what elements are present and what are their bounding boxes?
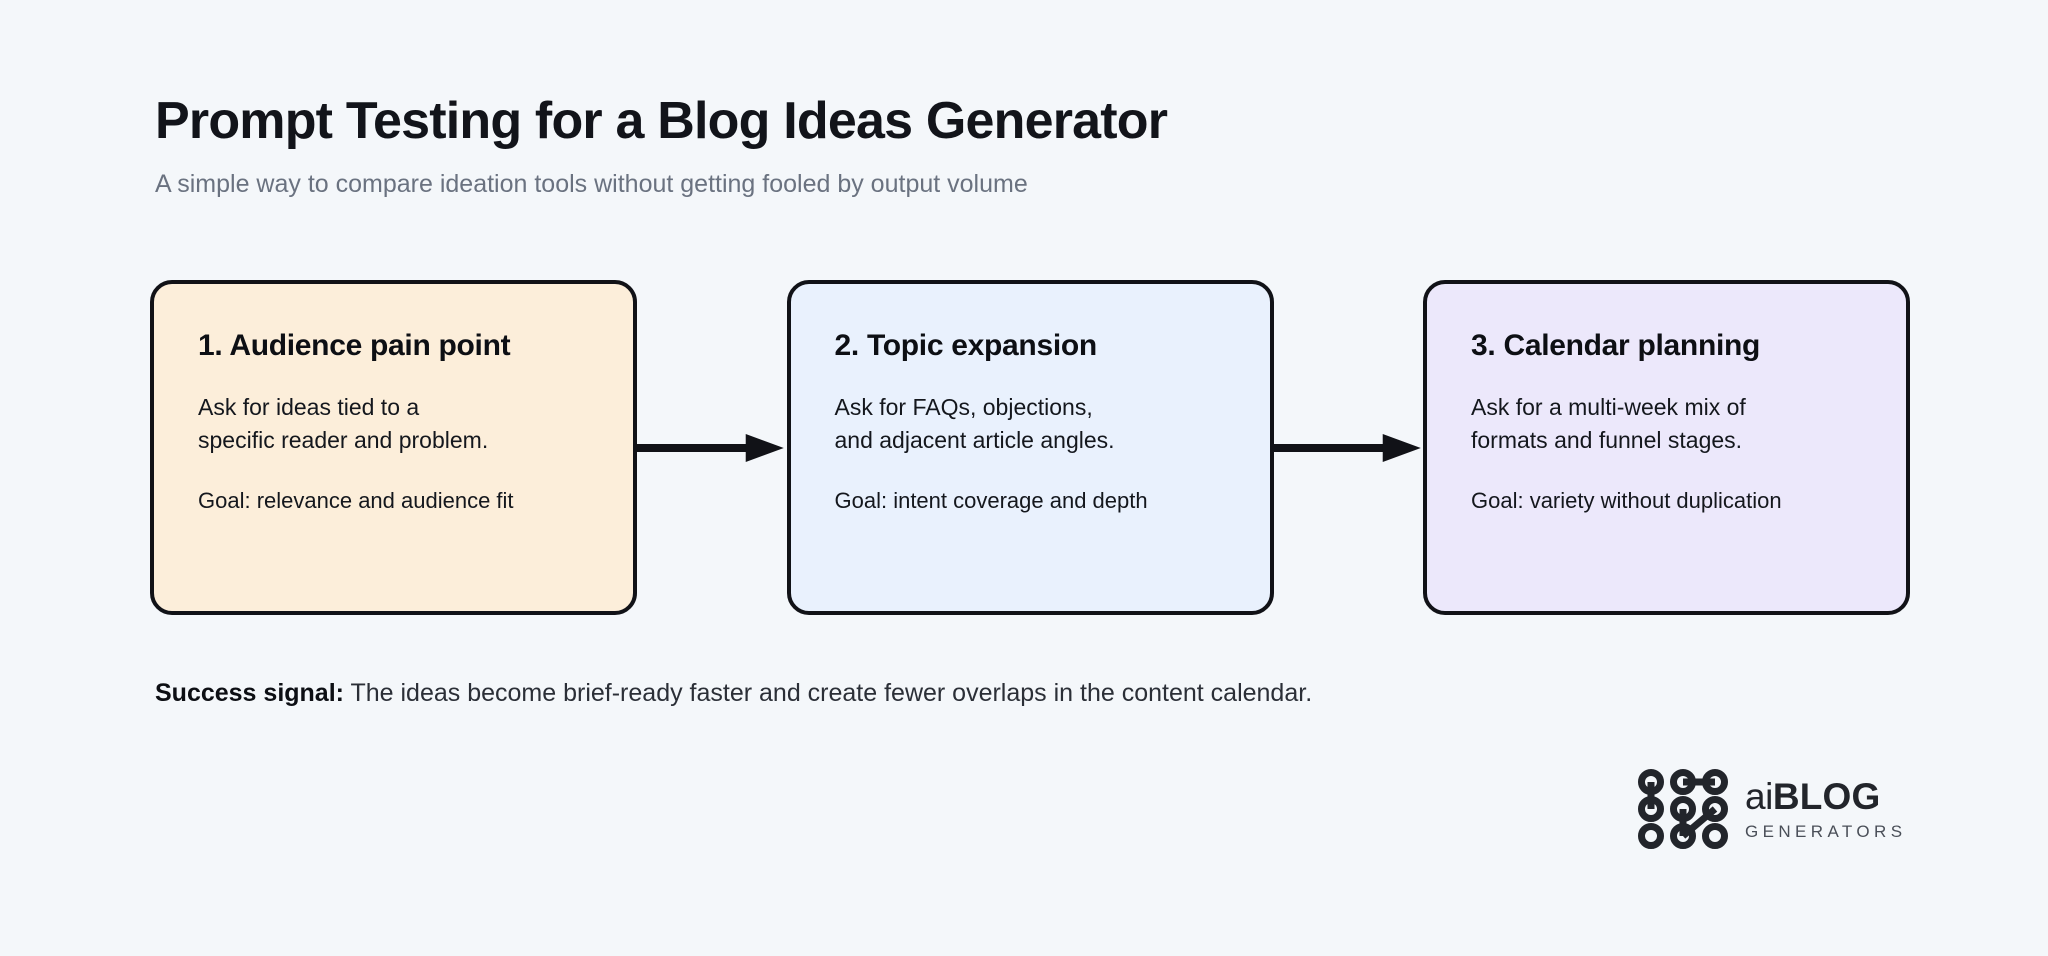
flow-card-1-goal: Goal: relevance and audience fit [198,488,514,514]
flow-card-3: 3. Calendar planning Ask for a multi-wee… [1423,280,1910,615]
flow-card-1-title: 1. Audience pain point [198,329,511,362]
header: Prompt Testing for a Blog Ideas Generato… [155,92,1905,201]
brand-logo-ai: ai [1745,776,1773,817]
flow-card-3-goal: Goal: variety without duplication [1471,488,1782,514]
brand-logo-name: aiBLOG [1745,778,1881,815]
flow-card-2: 2. Topic expansion Ask for FAQs, objecti… [786,280,1274,615]
flow-connector-1 [637,280,787,615]
flow-connector-2 [1273,280,1424,615]
brand-logo-wordmark: aiBLOG GENERATORS [1745,778,1906,840]
flow-diagram: 1. Audience pain point Ask for ideas tie… [150,280,1910,615]
success-signal: Success signal: The ideas become brief-r… [155,677,1312,711]
flow-card-1-description: Ask for ideas tied to a specific reader … [198,394,489,453]
node-grid-icon [1638,769,1728,849]
arrow-right-icon [637,433,784,462]
flow-card-2-title: 2. Topic expansion [834,329,1098,362]
flow-card-1: 1. Audience pain point Ask for ideas tie… [150,280,637,615]
brand-logo-blog: BLOG [1772,776,1881,817]
flow-card-2-goal: Goal: intent coverage and depth [834,488,1148,514]
page-subtitle: A simple way to compare ideation tools w… [155,170,1028,199]
brand-logo: aiBLOG GENERATORS [1637,768,1906,850]
flow-card-3-title: 3. Calendar planning [1471,329,1761,362]
flow-card-2-description: Ask for FAQs, objections, and adjacent a… [834,394,1115,453]
flow-card-3-description: Ask for a multi-week mix of formats and … [1471,394,1746,453]
success-signal-text: The ideas become brief-ready faster and … [343,679,1313,707]
success-signal-label: Success signal: [155,679,344,707]
page-title: Prompt Testing for a Blog Ideas Generato… [155,92,1168,150]
brand-logo-subtitle: GENERATORS [1745,822,1907,841]
arrow-right-icon [1273,433,1421,462]
